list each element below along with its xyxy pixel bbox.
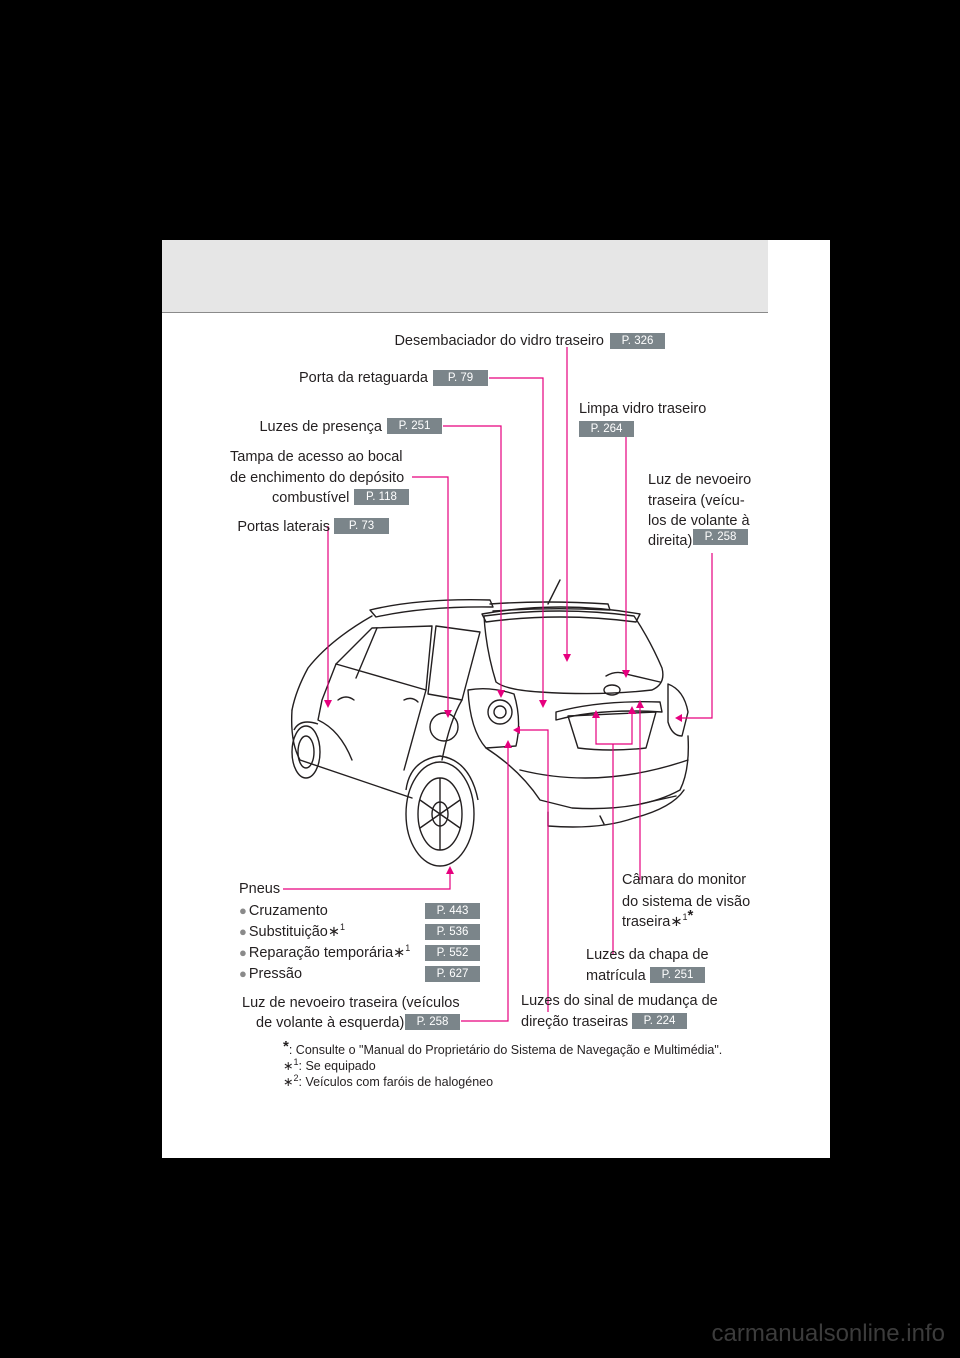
fog-rhd-label-line3: los de volante à — [648, 513, 750, 529]
fuel-page-badge[interactable]: P. 118 — [354, 489, 409, 505]
camera-label-line3-item: traseira∗1* — [622, 908, 693, 933]
star-mark: * — [283, 1038, 289, 1055]
rear-wiper-label: Limpa vidro traseiro — [579, 401, 707, 417]
tire-repair-page-badge[interactable]: P. 552 — [425, 945, 480, 961]
tire-repair-label: Reparação temporária — [248, 945, 394, 961]
back-door-page-badge[interactable]: P. 79 — [433, 370, 488, 386]
tire-replacement-label: Substituição — [248, 924, 328, 940]
tire-rotation-page-badge[interactable]: P. 443 — [425, 903, 480, 919]
fog-rhd-label-line1: Luz de nevoeiro — [648, 472, 752, 488]
fuel-label-line2: de enchimento do depósito — [230, 470, 405, 486]
star-mark: * — [687, 907, 694, 924]
rear-wiper-page-badge[interactable]: P. 264 — [579, 421, 634, 437]
turn-signal-page-badge[interactable]: P. 224 — [632, 1013, 687, 1029]
turn-signal-label-line1: Luzes do sinal de mudança de — [521, 993, 718, 1009]
camera-label-line3: traseira — [622, 914, 671, 930]
header-band — [162, 240, 768, 312]
plate-lights-label-line2: matrícula — [586, 968, 646, 984]
tail-lights-label: Luzes de presença — [259, 419, 382, 435]
note-number: 1 — [293, 1056, 299, 1067]
footnote-1-text: : Se equipado — [298, 1059, 376, 1073]
car-outline — [290, 579, 690, 828]
note-mark: ∗ — [283, 1075, 294, 1089]
fog-lhd-label-line2: de volante à esquerda) — [256, 1015, 405, 1031]
note-number: 2 — [293, 1072, 299, 1083]
header-divider — [162, 312, 768, 313]
footnote-star: *: Consulte o "Manual do Proprietário do… — [283, 1039, 723, 1058]
plate-lights-label-line1: Luzes da chapa de — [586, 947, 709, 963]
camera-label-line1: Câmara do monitor — [622, 872, 747, 888]
tire-replacement-page-badge[interactable]: P. 536 — [425, 924, 480, 940]
footnote-2: ∗2: Veículos com faróis de halogéneo — [283, 1072, 494, 1090]
note-mark: ∗ — [283, 1059, 294, 1073]
tire-replacement-item: Substituição∗1 — [239, 921, 345, 943]
rear-defogger-label: Desembaciador do vidro traseiro — [394, 333, 604, 349]
tail-lights-page-badge[interactable]: P. 251 — [387, 418, 442, 434]
fuel-label-line3: combustível — [272, 490, 350, 506]
turn-signal-label-line2: direção traseiras — [521, 1014, 629, 1030]
side-doors-label: Portas laterais — [237, 519, 330, 535]
tires-label: Pneus — [239, 881, 281, 897]
leader-arrows — [324, 654, 682, 874]
plate-lights-page-badge[interactable]: P. 251 — [650, 967, 705, 983]
note-mark: ∗ — [327, 924, 341, 940]
camera-label-line2: do sistema de visão — [622, 894, 751, 910]
manual-page — [162, 240, 830, 1158]
front-wheel — [291, 721, 321, 779]
tire-rotation-label: Cruzamento — [239, 900, 328, 922]
tire-pressure-label: Pressão — [239, 963, 302, 985]
fog-rhd-label-line4: direita) — [648, 533, 693, 549]
fuel-label-line1: Tampa de acesso ao bocal — [230, 449, 403, 465]
side-doors-page-badge[interactable]: P. 73 — [334, 518, 389, 534]
rear-wheel — [405, 755, 479, 867]
fog-rhd-label-line2: traseira (veícu- — [648, 493, 745, 509]
leader-lines — [283, 347, 713, 1022]
footnote-star-text: : Consulte o "Manual do Proprietário do … — [288, 1043, 723, 1057]
fog-rhd-page-badge[interactable]: P. 258 — [693, 529, 748, 545]
back-door-label: Porta da retaguarda — [299, 370, 428, 386]
note-number: 1 — [340, 922, 346, 933]
tire-repair-item: Reparação temporária∗1 — [239, 942, 410, 964]
footnote-2-text: : Veículos com faróis de halogéneo — [298, 1075, 494, 1089]
tire-pressure-page-badge[interactable]: P. 627 — [425, 966, 480, 982]
fog-lhd-page-badge[interactable]: P. 258 — [405, 1014, 460, 1030]
rear-defogger-page-badge[interactable]: P. 326 — [610, 333, 665, 349]
note-mark: ∗ — [670, 914, 683, 930]
watermark[interactable]: carmanualsonline.info — [711, 1320, 945, 1347]
footnote-1: ∗1: Se equipado — [283, 1056, 376, 1074]
note-mark: ∗ — [393, 945, 406, 961]
fog-lhd-label-line1: Luz de nevoeiro traseira (veículos — [242, 995, 460, 1011]
note-number: 1 — [682, 912, 688, 923]
note-number: 1 — [405, 943, 411, 954]
